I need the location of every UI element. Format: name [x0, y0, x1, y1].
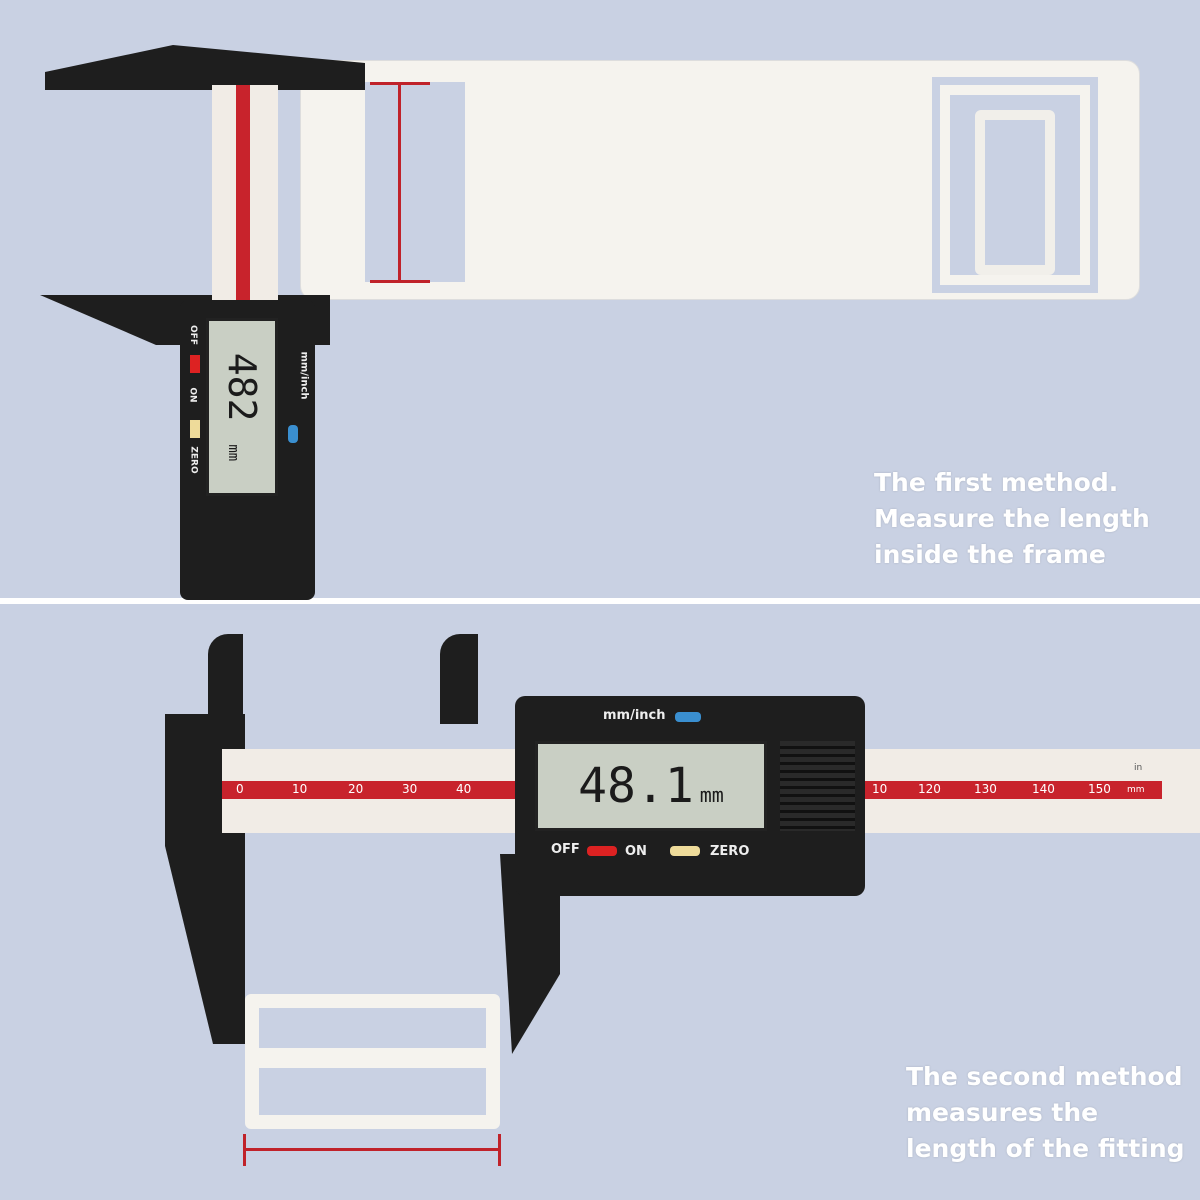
measure-cap-right — [498, 1134, 501, 1166]
inner-slider — [975, 110, 1055, 275]
tick-10: 10 — [292, 782, 308, 796]
frame-opening — [365, 82, 465, 282]
unit-mm: mm — [1127, 785, 1145, 795]
mode-button[interactable] — [675, 712, 701, 722]
off-button[interactable] — [190, 355, 200, 373]
lcd-reading: 482 — [220, 352, 265, 422]
tick-110: 10 — [872, 782, 888, 796]
caliper-upper-jaw-movable — [440, 634, 478, 724]
zero-label: ZERO — [188, 446, 199, 474]
mode-button[interactable] — [288, 425, 298, 443]
tick-140: 140 — [1032, 782, 1055, 796]
tick-20: 20 — [348, 782, 364, 796]
caliper-upper-jaw — [208, 634, 243, 724]
tick-130: 130 — [974, 782, 997, 796]
tick-120: 120 — [918, 782, 941, 796]
zero-label: ZERO — [710, 844, 750, 859]
zero-button[interactable] — [190, 420, 200, 438]
on-label: ON — [625, 844, 647, 859]
caliper-body: mm/inch 48.1 mm OFF ON ZERO — [515, 696, 865, 896]
top-panel: 482 mm mm/inch OFF ON ZERO The first met… — [0, 0, 1200, 600]
lcd-unit: mm — [225, 444, 242, 462]
measure-line — [245, 1148, 500, 1151]
measure-cap-top — [370, 82, 430, 85]
zero-button[interactable] — [670, 846, 700, 856]
off-button[interactable] — [587, 846, 617, 856]
mode-label: mm/inch — [603, 708, 666, 723]
caliper-body: 482 mm mm/inch OFF ON ZERO — [180, 300, 315, 600]
measure-cap-left — [243, 1134, 246, 1166]
caliper-jaw-top — [45, 45, 365, 90]
thumb-wheel[interactable] — [780, 741, 855, 831]
lcd-unit: mm — [699, 783, 724, 807]
measure-line — [398, 82, 401, 282]
plastic-fitting — [245, 994, 500, 1129]
tick-150: 150 — [1088, 782, 1111, 796]
on-label: ON — [187, 387, 198, 403]
tick-40: 40 — [456, 782, 472, 796]
off-label: OFF — [187, 325, 198, 345]
unit-in: in — [1134, 763, 1143, 773]
tick-0: 0 — [236, 782, 244, 796]
measure-cap-bottom — [370, 280, 430, 283]
tick-30: 30 — [402, 782, 418, 796]
off-label: OFF — [551, 842, 580, 857]
lcd-reading: 48.1 — [578, 758, 694, 814]
bottom-panel: 0 10 20 30 40 10 120 130 140 150 in mm m… — [0, 604, 1200, 1200]
mode-label: mm/inch — [298, 351, 310, 400]
